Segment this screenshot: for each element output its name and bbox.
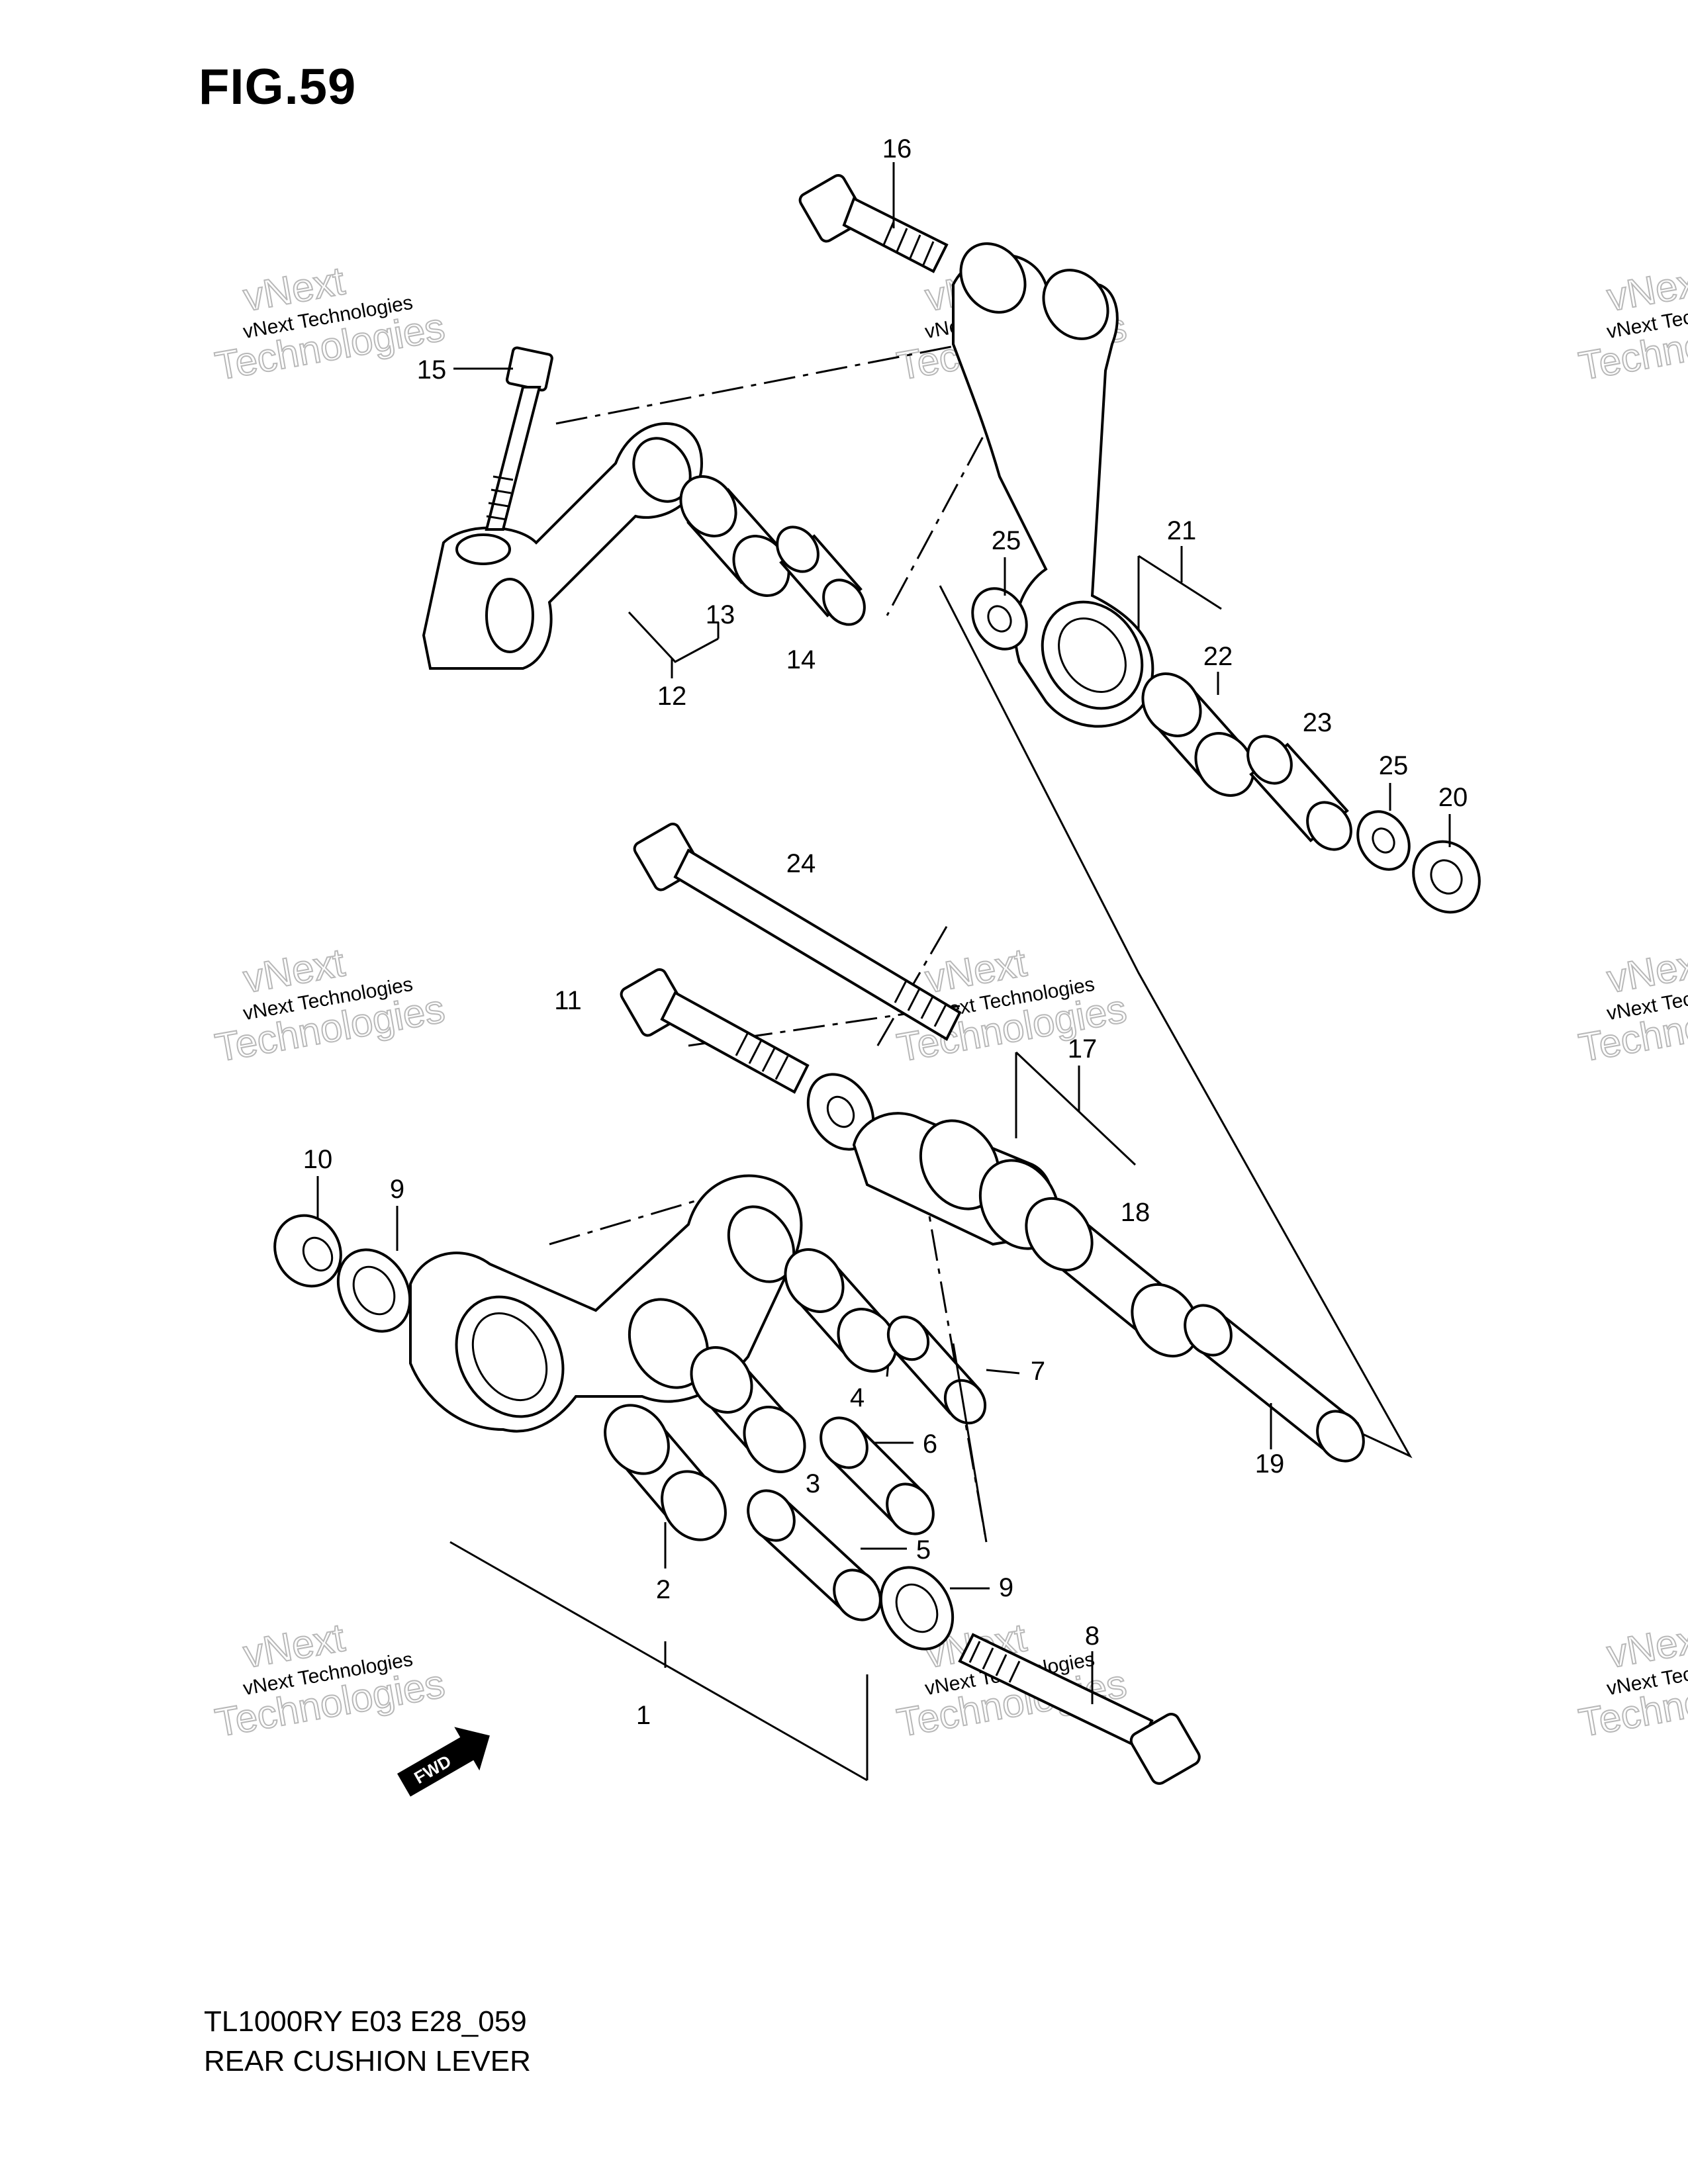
bearing-2 [604, 1404, 727, 1541]
callout-17: 17 [1068, 1034, 1098, 1064]
callout-15: 15 [417, 355, 447, 385]
watermarks: vNext vNext Technologies Technologies vN… [211, 257, 1688, 1746]
bearing-13 [679, 475, 790, 597]
bolt-8 [958, 1633, 1201, 1785]
callout-4: 4 [850, 1383, 865, 1412]
callout-16: 16 [882, 134, 912, 163]
bolt-24 [633, 823, 962, 1041]
spacer-19 [1184, 1304, 1365, 1463]
spacer-14 [776, 525, 866, 626]
washer-25-lower [1356, 810, 1411, 871]
callout-9-right: 9 [999, 1573, 1013, 1602]
washer-9-right [879, 1566, 955, 1651]
callout-8: 8 [1085, 1621, 1100, 1651]
callout-6: 6 [923, 1430, 937, 1459]
washer-9-left [336, 1248, 412, 1333]
bolt-11 [620, 968, 810, 1094]
callout-2: 2 [656, 1575, 671, 1604]
nut-20 [1412, 840, 1481, 914]
figure-title: FIG.59 [199, 59, 357, 115]
callout-5: 5 [916, 1535, 931, 1565]
bolt-15 [485, 346, 553, 531]
callout-12: 12 [657, 682, 687, 711]
callout-10: 10 [303, 1145, 333, 1174]
callout-1: 1 [636, 1701, 651, 1730]
callout-24: 24 [786, 849, 816, 878]
callout-19: 19 [1255, 1449, 1285, 1479]
bearing-18 [1025, 1197, 1199, 1358]
diagram-caption: REAR CUSHION LEVER [204, 2045, 531, 2077]
bearing-3 [690, 1346, 806, 1473]
callout-13: 13 [706, 600, 735, 629]
spacer-7 [886, 1315, 987, 1425]
callout-18: 18 [1121, 1198, 1150, 1227]
callout-14: 14 [786, 645, 816, 674]
washer-25-upper [971, 587, 1028, 651]
nut-10 [273, 1214, 342, 1288]
leader-lines [316, 162, 1451, 1704]
bolt-16 [798, 174, 949, 273]
bearing-mid [784, 1248, 898, 1373]
cushion-rod-12 [422, 422, 704, 670]
callout-20: 20 [1438, 783, 1468, 812]
spacer-23 [1246, 735, 1352, 851]
callout-7: 7 [1031, 1357, 1045, 1386]
callout-11: 11 [554, 986, 582, 1015]
spacer-6 [820, 1416, 935, 1535]
bearing-22 [1141, 672, 1255, 797]
callout-3: 3 [806, 1469, 820, 1498]
cushion-lever-21 [952, 242, 1154, 728]
callout-21: 21 [1167, 516, 1197, 545]
fwd-arrow-icon: FWD [397, 1727, 490, 1797]
model-code: TL1000RY E03 E28_059 [204, 2005, 527, 2038]
callout-numbers: 16 15 13 12 14 25 21 22 23 25 20 24 11 1… [303, 134, 1468, 1730]
callout-9-left: 9 [390, 1175, 404, 1204]
callout-23: 23 [1303, 708, 1333, 737]
callout-22: 22 [1203, 642, 1233, 671]
callout-25-upper: 25 [992, 526, 1021, 555]
spacer-5 [747, 1489, 882, 1621]
callout-25-lower: 25 [1379, 751, 1409, 780]
